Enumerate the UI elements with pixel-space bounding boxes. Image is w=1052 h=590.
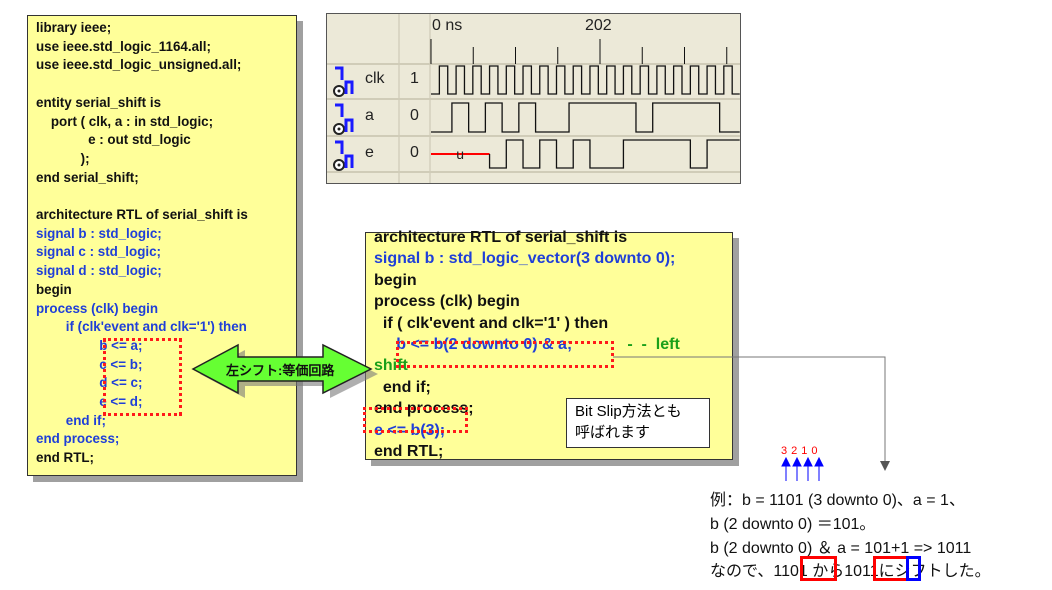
waveform-clk [431,65,740,95]
code-line: library ieee; [36,20,112,35]
highlight-shifted-bits [873,556,909,581]
connector-arrowhead [880,461,890,471]
code-line: end if; [374,378,431,396]
highlight-concat-assignment [396,341,614,368]
bit-index: 3 [781,445,788,457]
code-line: signal b : std_logic; [36,225,162,241]
highlight-output-assignment [363,407,468,433]
highlight-old-bits [800,556,837,581]
code-line: shift [374,357,408,375]
waveform-e [488,139,740,169]
example-line-2: b (2 downto 0) ＝101。 [710,516,876,533]
note-line-1: Bit Slip方法とも [575,403,682,420]
example-line-3: b (2 downto 0) ＆ a = 101+1 => 1011 [710,540,972,557]
code-comment: - - left [614,336,680,353]
note-line-2: 呼ばれます [575,424,651,441]
example-line-1: 例：b = 1101 (3 downto 0)、a = 1、 [710,492,965,509]
code-line: architecture RTL of serial_shift is [374,229,628,246]
code-line: use ieee.std_logic_1164.all; [36,38,211,54]
bit-index: 1 [801,445,808,457]
code-line: end RTL; [374,443,444,460]
code-line: architecture RTL of serial_shift is [36,207,248,222]
signal-name: clk [365,70,385,87]
waveform-viewer: u 0 ns 202 clk 1 a 0 e 0 [326,13,741,184]
signal-icon [333,66,354,97]
waveform-canvas: u [327,14,740,183]
code-line: end process; [36,431,120,447]
code-line: signal d : std_logic; [36,263,162,279]
signal-icon [333,103,354,135]
code-line: c <= b; [36,356,143,372]
signal-icon [333,140,354,171]
time-label-start: 0 ns [432,17,463,34]
code-line: end if; [36,412,106,428]
code-line: process (clk) begin [374,293,520,311]
waveform-a [431,102,740,133]
example-line-4: なので、1101 から1011にシフトした。 [710,563,991,580]
undefined-label: u [456,146,464,162]
code-line: begin [374,271,417,289]
code-line: use ieee.std_logic_unsigned.all; [36,57,242,73]
highlight-new-bit [906,556,921,581]
time-label-mid: 202 [585,17,612,34]
code-line: end RTL; [36,450,95,466]
signal-name: e [365,144,374,161]
code-line: signal b : std_logic_vector(3 downto 0); [374,250,676,268]
arrow-label: 左シフト:等価回路 [226,363,335,378]
code-line: begin [36,281,72,297]
signal-value: 0 [410,144,419,161]
bit-index: 2 [791,445,798,457]
code-line: ); [36,150,90,166]
bit-slip-note: Bit Slip方法とも 呼ばれます [566,398,710,448]
code-line: entity serial_shift is [36,94,162,110]
code-line: if (clk'event and clk='1') then [36,319,247,335]
bit-index-arrows [781,456,824,481]
signal-value: 1 [410,70,419,87]
code-line: if ( clk'event and clk='1' ) then [374,314,609,332]
code-line: b <= b(2 downto 0) & a; [374,336,573,353]
bit-index: 0 [811,445,818,457]
code-line: e <= d; [36,394,143,409]
code-line: port ( clk, a : in std_logic; [36,113,214,129]
code-line: e : out std_logic [36,132,191,148]
signal-name: a [365,107,374,124]
code-line: end serial_shift; [36,169,139,185]
signal-value: 0 [410,107,419,124]
code-line: signal c : std_logic; [36,244,162,260]
code-line: process (clk) begin [36,300,159,316]
highlight-shift-registers [103,338,182,416]
original-vhdl-code-panel: library ieee; use ieee.std_logic_1164.all… [27,15,297,476]
